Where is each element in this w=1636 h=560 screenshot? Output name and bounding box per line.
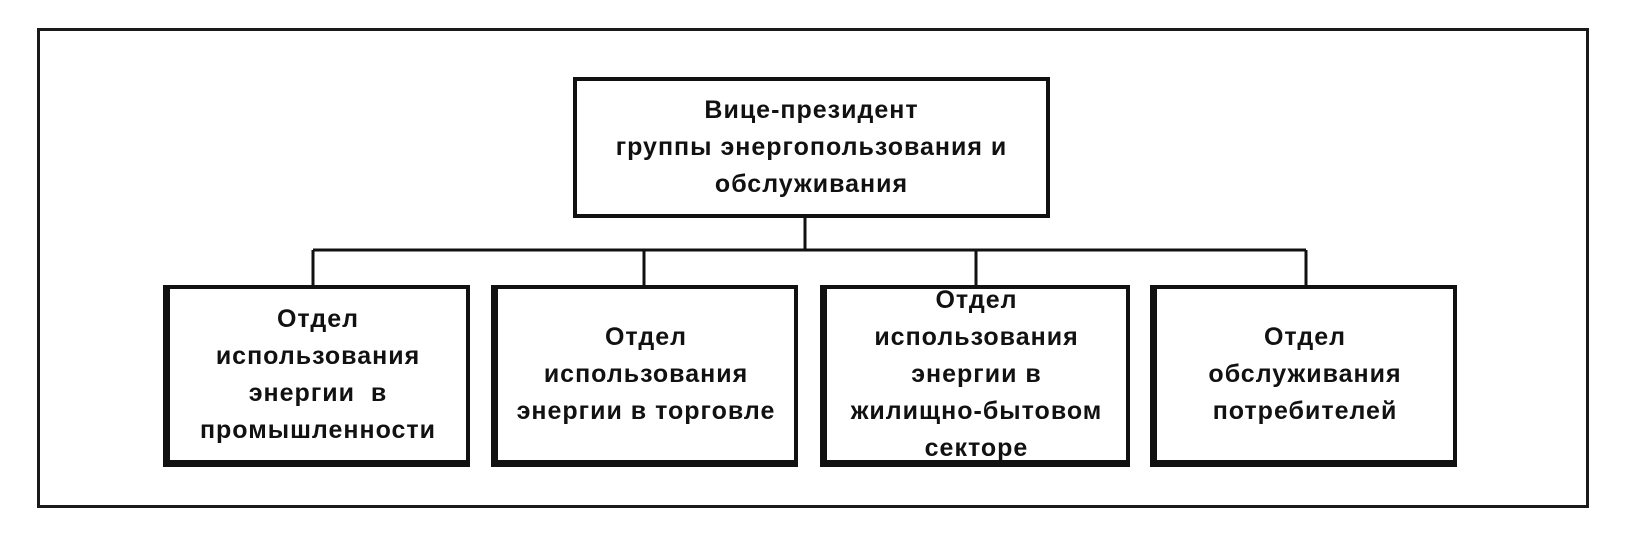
- trade-department-box: Отдел использования энергии в торговле: [491, 285, 798, 467]
- child-3-line-1: Отдел: [935, 286, 1018, 314]
- vice-president-box: Вице-президент группы энергопользования …: [573, 77, 1050, 218]
- root-line-3: обслуживания: [714, 170, 909, 198]
- child-1-line-4: промышленности: [199, 415, 437, 444]
- child-3-line-4: жилищно-бытовом: [850, 397, 1103, 425]
- residential-department-box: Отдел использования энергии в жилищно-бы…: [820, 285, 1130, 467]
- root-line-1: Вице-президент: [704, 96, 919, 124]
- root-line-2: группы энергопользования и: [615, 133, 1008, 161]
- child-1-line-3: энергии в: [248, 378, 388, 407]
- child-3-line-2: использования: [874, 323, 1079, 351]
- child-3-line-3: энергии в: [911, 360, 1042, 388]
- industry-department-box: Отдел использования энергии в промышленн…: [163, 285, 470, 467]
- child-1-line-2: использования: [215, 341, 421, 370]
- diagram-frame: [37, 28, 1589, 508]
- child-4-line-3: потребителей: [1212, 397, 1398, 425]
- child-2-line-2: использования: [543, 360, 749, 388]
- child-3-line-5: секторе: [924, 434, 1029, 462]
- child-2-line-1: Отдел: [604, 323, 687, 351]
- child-4-line-1: Отдел: [1263, 323, 1346, 351]
- child-2-line-3: энергии в торговле: [516, 397, 776, 425]
- customer-service-department-box: Отдел обслуживания потребителей: [1150, 285, 1457, 467]
- child-1-line-1: Отдел: [276, 304, 359, 333]
- child-4-line-2: обслуживания: [1208, 360, 1402, 388]
